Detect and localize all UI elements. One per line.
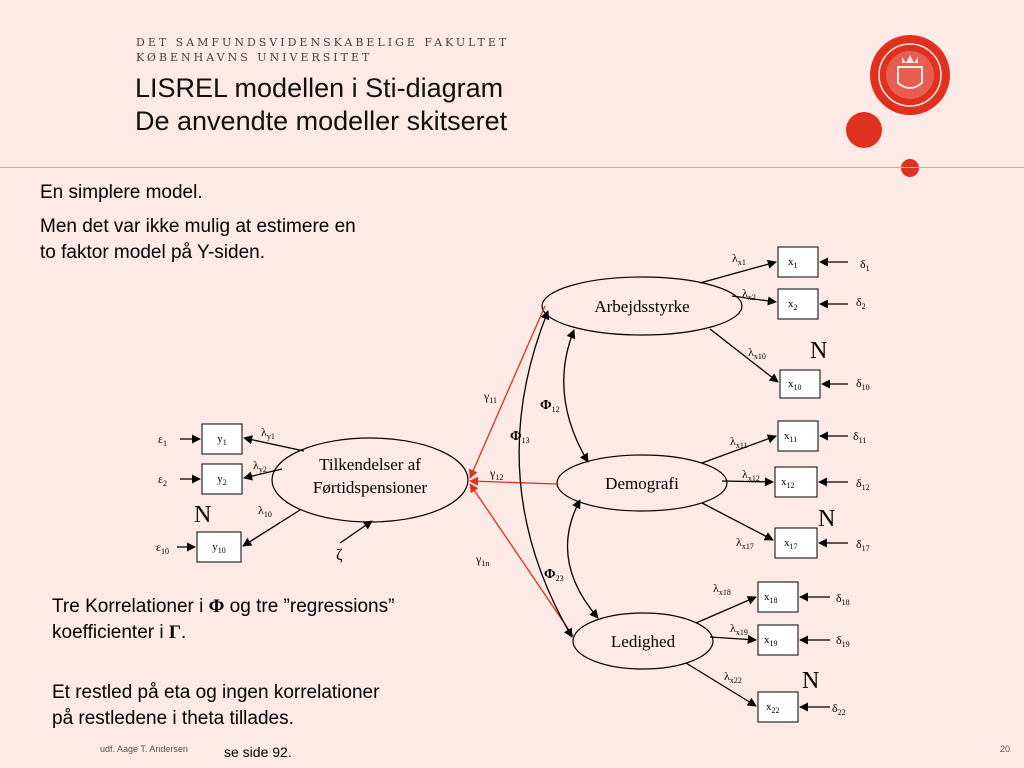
svg-text:γ12: γ12 (489, 466, 503, 482)
svg-text:δ11: δ11 (853, 429, 866, 445)
slide-title: LISREL modellen i Sti-diagram De anvendt… (135, 72, 507, 138)
svg-text:λx1: λx1 (732, 251, 746, 267)
ksi3-label: Ledighed (611, 632, 676, 651)
svg-text:y1: y1 (217, 433, 227, 447)
faculty-line-1: DET SAMFUNDSVIDENSKABELIGE FAKULTET (136, 36, 510, 49)
zeta-label: ζ (336, 547, 343, 564)
phi-symbol: Φ (208, 596, 225, 617)
y10-box (196, 531, 242, 563)
gamma-symbol: Γ (168, 622, 181, 643)
svg-text:δ18: δ18 (836, 591, 850, 607)
svg-text:λx19: λx19 (730, 621, 748, 637)
svg-text:λy2: λy2 (253, 458, 267, 474)
page-number: 20 (1000, 744, 1011, 754)
gamma-labels: γ11 γ12 γ1n (475, 389, 503, 568)
bullet-residual-line-2: på restledene i theta tillades. (52, 708, 294, 729)
header-divider (0, 167, 1024, 168)
eta-loading-arrows (177, 434, 373, 552)
eta-label-1: Tilkendelser af (319, 455, 421, 474)
svg-text:γ11: γ11 (483, 389, 497, 405)
footer-reference: se side 92. (224, 744, 292, 760)
svg-text:N: N (194, 502, 211, 528)
y2-box (201, 463, 243, 495)
title-line-1: LISREL modellen i Sti-diagram (135, 73, 504, 103)
bullet-residual: Et restled på eta og ingen korrelationer… (52, 680, 379, 732)
svg-text:δ22: δ22 (832, 701, 846, 717)
x-indicators: x1 x2 x10 x11 x12 x17 x18 x19 x22 (757, 246, 821, 723)
bullet-two-factor: Men det var ikke mulig at estimere en to… (40, 214, 356, 266)
svg-text:δ19: δ19 (836, 633, 850, 649)
svg-text:N: N (810, 338, 827, 364)
bullet-two-factor-line-2: to faktor model på Y-siden. (40, 242, 265, 263)
svg-text:ε1: ε1 (158, 432, 167, 448)
svg-text:λy1: λy1 (261, 425, 275, 441)
svg-text:δ12: δ12 (856, 476, 870, 492)
coefficients-period: . (180, 622, 187, 643)
y-indicators: y1 y2 y10 (196, 423, 243, 563)
svg-text:λ10: λ10 (258, 503, 272, 519)
svg-text:Φ13: Φ13 (510, 429, 530, 445)
coefficients-text: koefficienter i (52, 622, 169, 643)
svg-text:Φ12: Φ12 (540, 398, 560, 414)
bullet-residual-line-1: Et restled på eta og ingen korrelationer (52, 682, 380, 703)
eta-label-2: Førtidspensioner (313, 478, 428, 497)
eta-node: Tilkendelser af Førtidspensioner (271, 437, 469, 523)
svg-text:λx18: λx18 (713, 581, 731, 597)
svg-text:λx12: λx12 (742, 467, 760, 483)
svg-text:N: N (802, 668, 819, 694)
ksi2-node: Demografi (556, 454, 728, 512)
faculty-line-2: KØBENHAVNS UNIVERSITET (136, 51, 373, 64)
svg-text:Φ23: Φ23 (544, 567, 564, 583)
bullet-simpler-model: En simplere model. (40, 182, 203, 203)
svg-text:δ10: δ10 (856, 376, 870, 392)
bullet-correlations-line-1: Tre Korrelationer i Φ og tre ”regression… (52, 594, 394, 620)
bullet-correlations-line-2: koefficienter i Γ. (52, 620, 394, 646)
svg-text:ε10: ε10 (156, 540, 169, 556)
svg-text:δ1: δ1 (860, 257, 870, 273)
svg-text:y2: y2 (217, 473, 227, 487)
correlations-text: Tre Korrelationer i (52, 596, 209, 617)
ksi2-label: Demografi (605, 474, 679, 493)
gamma-arrows (469, 305, 574, 637)
svg-text:γ1n: γ1n (475, 552, 489, 568)
svg-text:x2: x2 (788, 298, 798, 312)
ksi1-node: Arbejdsstyrke (541, 276, 743, 336)
university-seal-logo (870, 35, 950, 115)
phi-arrows (518, 310, 599, 638)
svg-text:ε2: ε2 (158, 472, 167, 488)
svg-text:λx17: λx17 (736, 535, 754, 551)
ksi3-node: Ledighed (572, 612, 714, 670)
svg-text:x1: x1 (788, 256, 798, 270)
ksi-loading-arrows (685, 257, 848, 712)
ksi1-label: Arbejdsstyrke (594, 297, 689, 316)
decorative-dots (846, 112, 919, 177)
svg-text:λx11: λx11 (730, 434, 748, 450)
svg-text:δ2: δ2 (856, 295, 866, 311)
svg-text:λx22: λx22 (724, 669, 742, 685)
svg-text:N: N (818, 506, 835, 532)
regressions-text: og tre ”regressions” (224, 596, 395, 617)
svg-text:δ17: δ17 (856, 537, 870, 553)
bullet-two-factor-line-1: Men det var ikke mulig at estimere en (40, 216, 356, 237)
svg-text:λx2: λx2 (742, 286, 756, 302)
faculty-header: DET SAMFUNDSVIDENSKABELIGE FAKULTET KØBE… (136, 35, 509, 65)
y1-box (201, 423, 243, 455)
bullet-correlations: Tre Korrelationer i Φ og tre ”regression… (52, 594, 394, 646)
footer-author: udf. Aage T. Andersen (100, 744, 188, 754)
svg-text:λx10: λx10 (748, 345, 766, 361)
title-line-2: De anvendte modeller skitseret (135, 106, 508, 136)
